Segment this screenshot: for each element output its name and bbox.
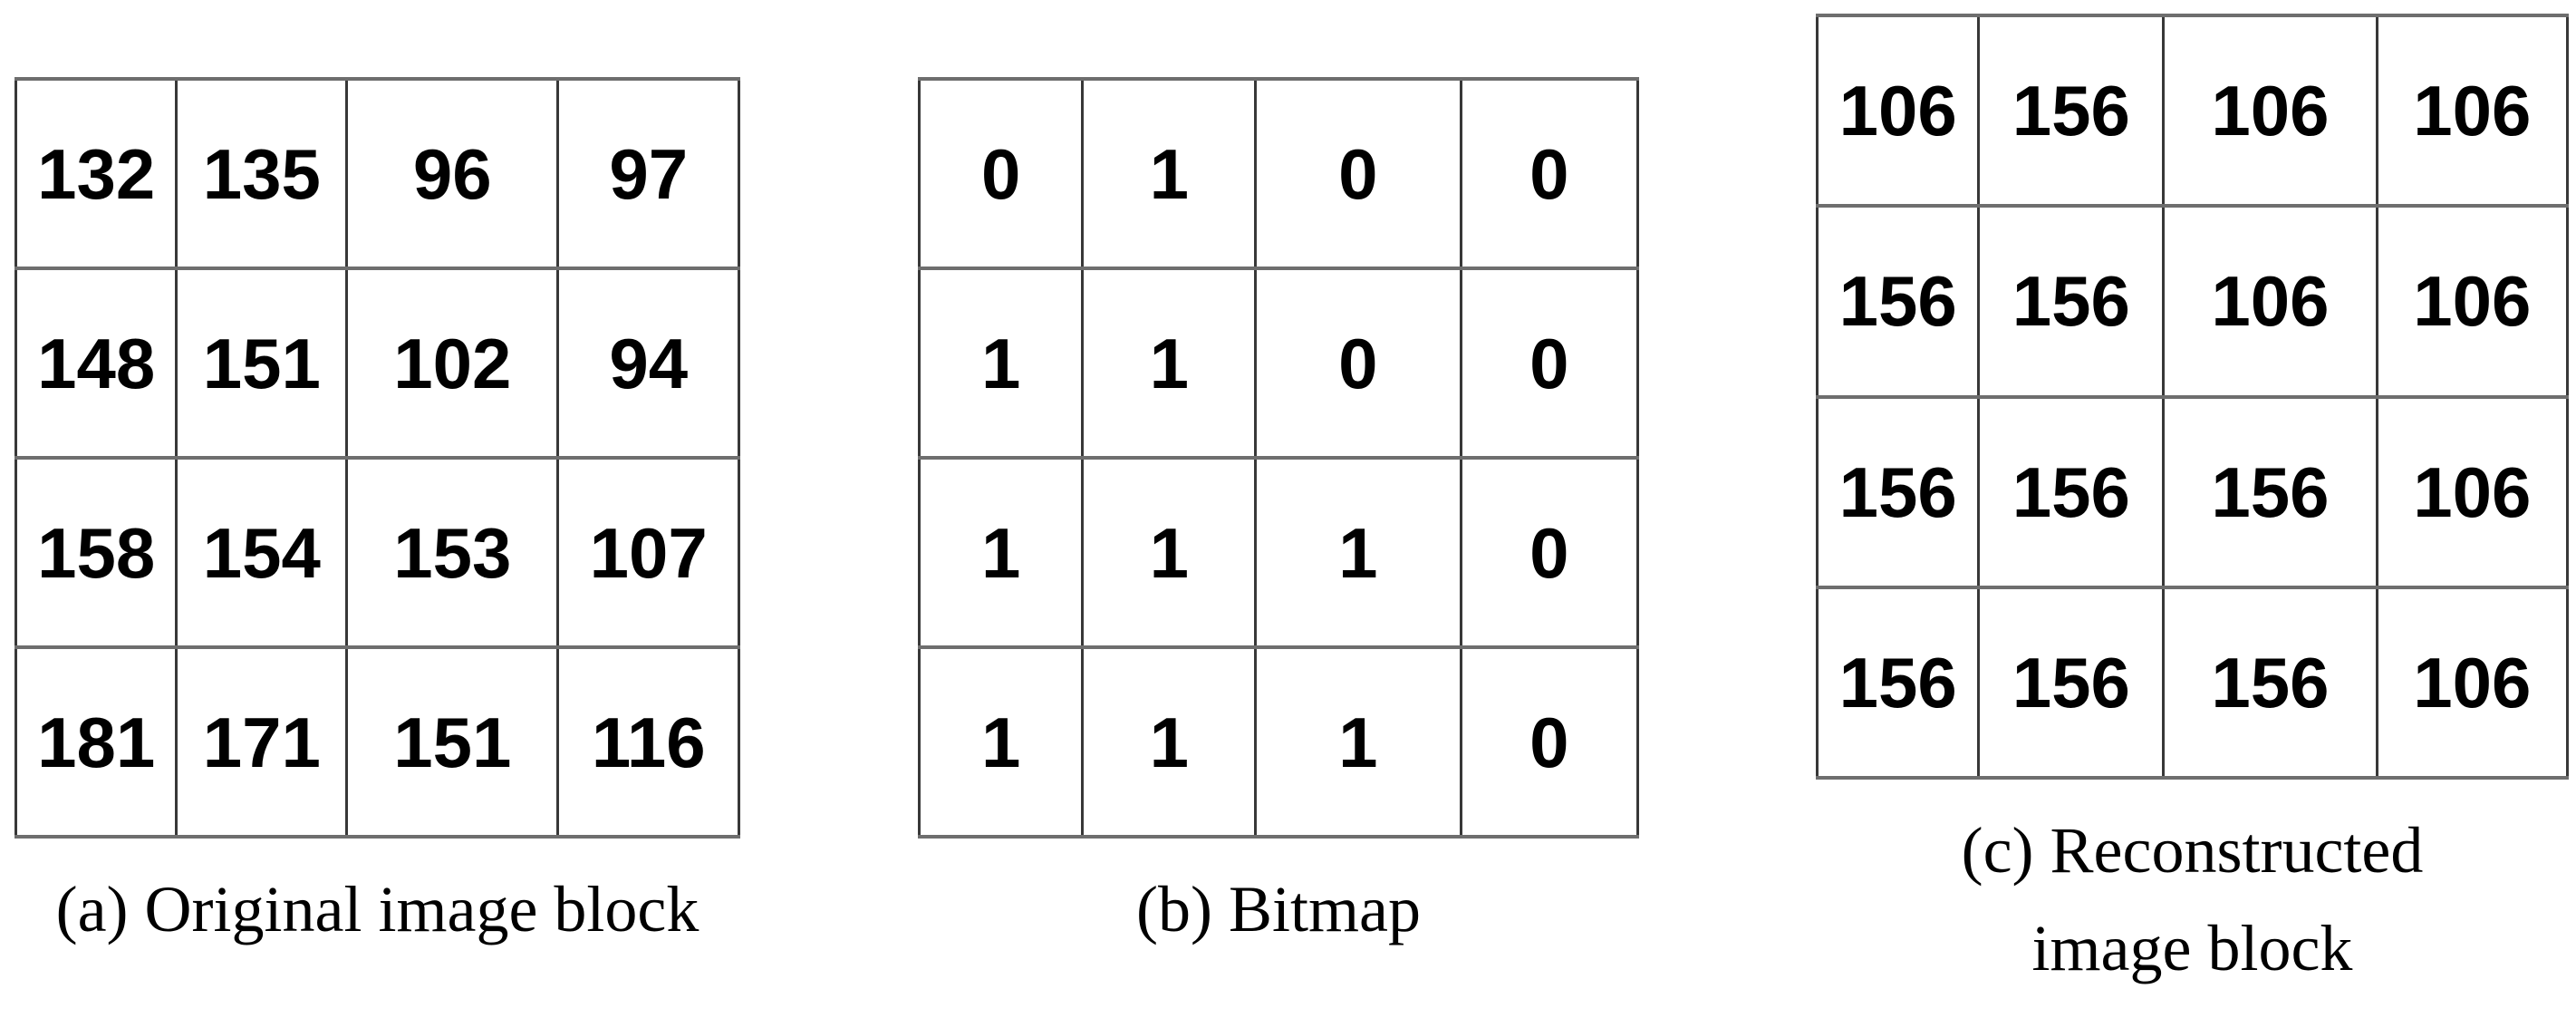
grid-cell: 106 [1815,13,1981,208]
grid-cell: 151 [175,267,349,460]
grid-cell: 94 [556,267,740,460]
grid-cell: 156 [2162,585,2378,780]
grid-cell: 1 [1081,645,1258,839]
grid-cell: 106 [2375,13,2570,208]
grid-cell: 1 [1254,645,1462,839]
grid-cell: 156 [1815,204,1981,399]
grid-cell: 151 [345,645,560,839]
grid-cell: 1 [1081,77,1258,270]
grid-cell: 148 [14,267,178,460]
grid-cell: 107 [556,456,740,649]
grid-cell: 97 [556,77,740,270]
grid-cell: 156 [1977,204,2166,399]
grid-cell: 156 [1815,585,1981,780]
grid-cell: 1 [917,645,1085,839]
grid-cell: 106 [2162,204,2378,399]
bitmap-caption: (b) Bitmap [1136,873,1421,945]
grid-cell: 0 [1254,77,1462,270]
grid-cell: 1 [1254,456,1462,649]
grid-cell: 116 [556,645,740,839]
grid-cell: 156 [2162,394,2378,589]
grid-cell: 135 [175,77,349,270]
grid-cell: 0 [1459,267,1640,460]
grid-cell: 1 [917,267,1085,460]
grid-cell: 106 [2375,204,2570,399]
grid-cell: 106 [2162,13,2378,208]
grid-cell: 153 [345,456,560,649]
grid-cell: 171 [175,645,349,839]
grid-cell: 1 [1081,456,1258,649]
grid-cell: 96 [345,77,560,270]
grid-cell: 181 [14,645,178,839]
grid-cell: 0 [917,77,1085,270]
grid-cell: 1 [917,456,1085,649]
grid-cell: 154 [175,456,349,649]
grid-cell: 132 [14,77,178,270]
grid-cell: 156 [1977,585,2166,780]
grid-cell: 156 [1977,394,2166,589]
grid-cell: 156 [1815,394,1981,589]
grid-cell: 102 [345,267,560,460]
grid-cell: 106 [2375,585,2570,780]
reconstructed-image-block-caption: (c) Reconstructed image block [1961,814,2424,984]
grid-cell: 0 [1459,645,1640,839]
original-image-block-caption: (a) Original image block [55,873,699,945]
grid-cell: 156 [1977,13,2166,208]
grid-cell: 0 [1254,267,1462,460]
grid-cell: 0 [1459,456,1640,649]
grid-cell: 0 [1459,77,1640,270]
grid-cell: 106 [2375,394,2570,589]
grid-cell: 158 [14,456,178,649]
grid-cell: 1 [1081,267,1258,460]
